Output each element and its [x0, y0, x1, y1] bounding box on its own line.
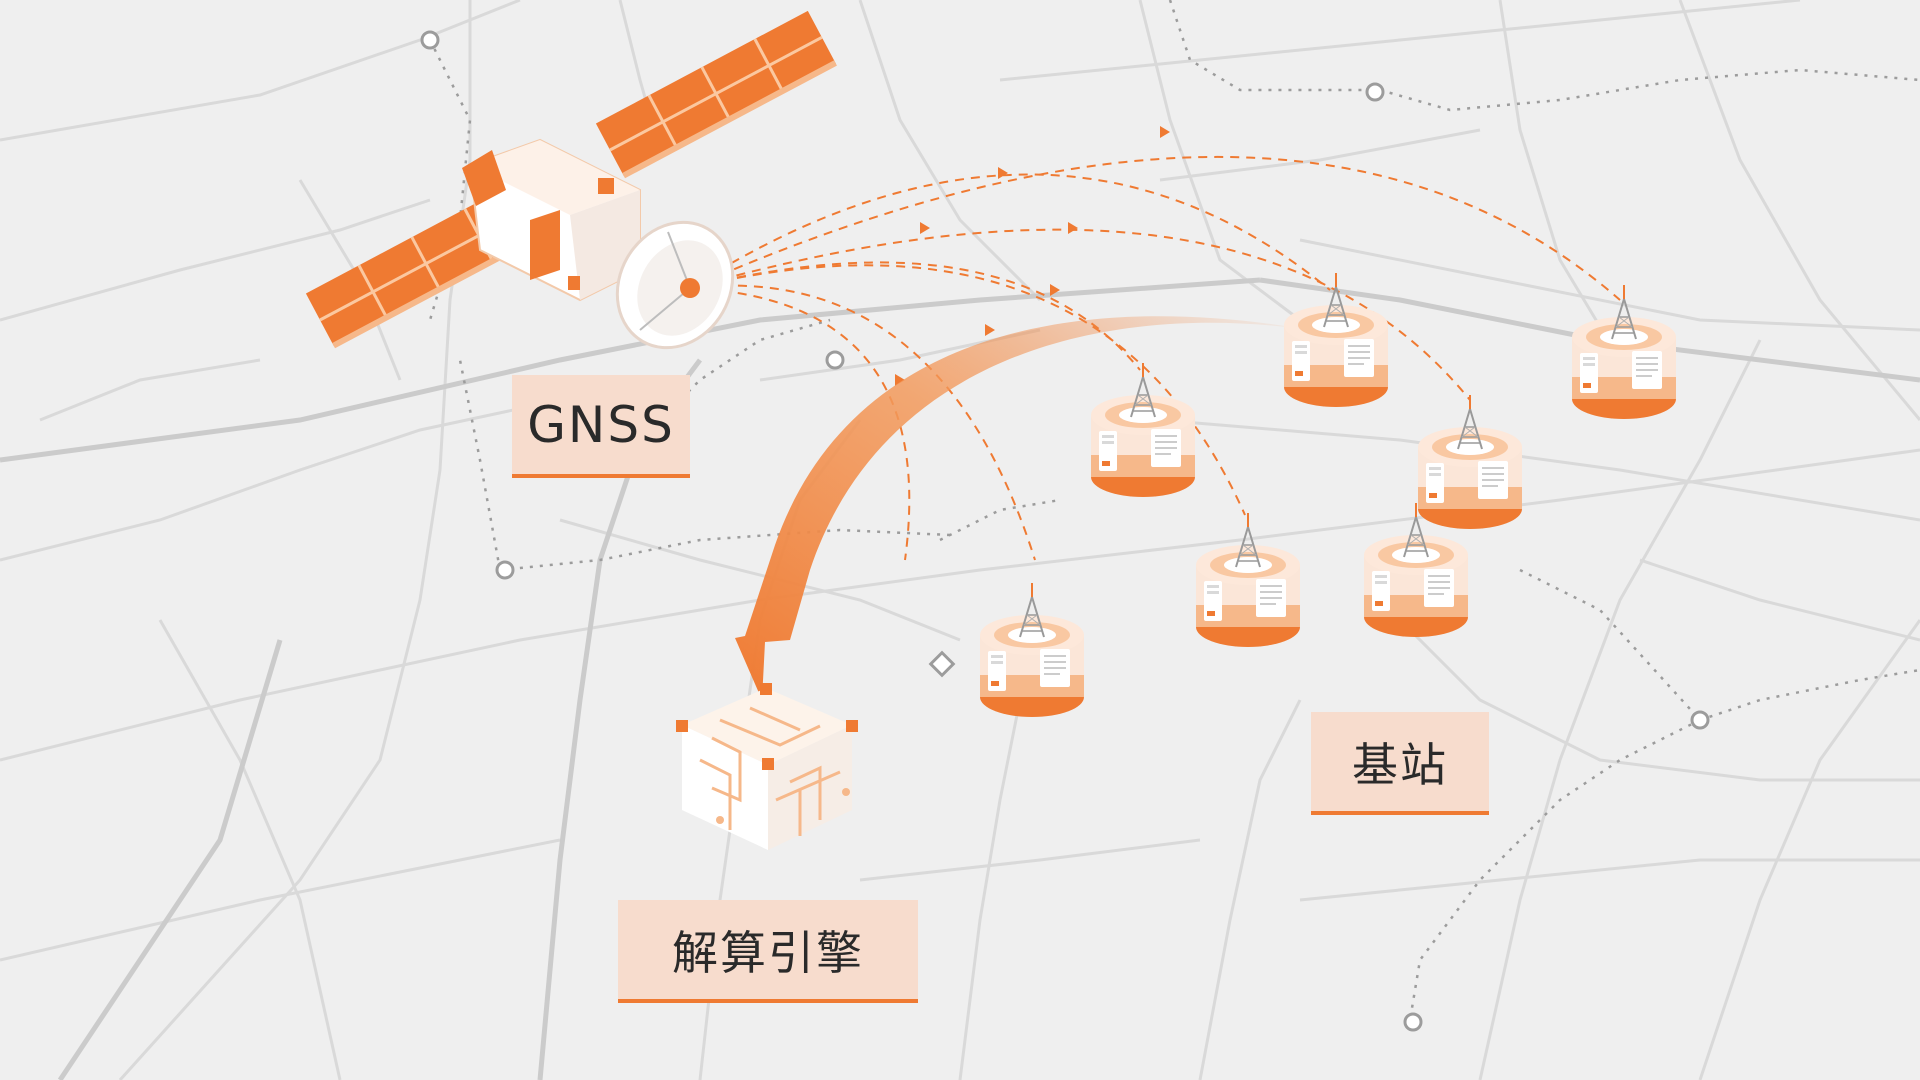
- base-station-label: 基站: [1311, 712, 1489, 815]
- map-nodes: [420, 30, 1710, 1032]
- satellite-icon: [305, 10, 837, 350]
- signal-links: [689, 155, 1621, 561]
- signal-arrowheads: [895, 126, 1170, 386]
- engine-cube-icon: [676, 683, 858, 850]
- engine-label: 解算引擎: [618, 900, 918, 1003]
- gnss-label: GNSS: [512, 375, 690, 478]
- data-flow-arrow: [735, 316, 1310, 700]
